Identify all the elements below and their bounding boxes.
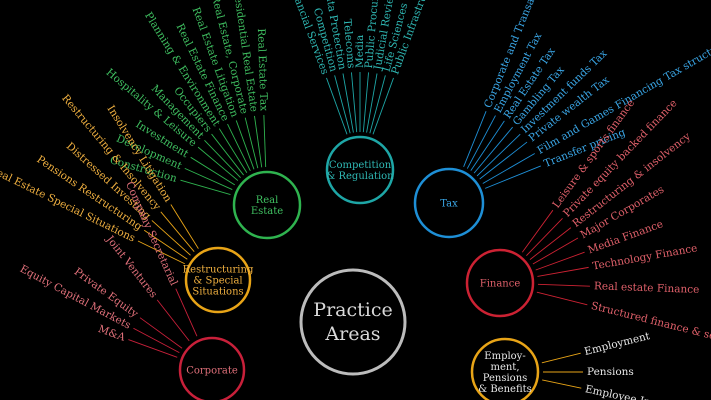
tax-circle bbox=[413, 167, 485, 239]
restructuring-connector bbox=[143, 229, 188, 260]
employment-item-label: Employment bbox=[583, 330, 652, 358]
real-estate-connector bbox=[204, 139, 241, 178]
employment-connector bbox=[542, 379, 582, 389]
real-estate-title-line: Real bbox=[256, 195, 279, 206]
competition-connector bbox=[362, 72, 369, 133]
tax-connector bbox=[484, 165, 541, 189]
corporate-connector bbox=[175, 288, 198, 337]
competition-circle bbox=[325, 135, 395, 205]
real-estate-connector bbox=[184, 167, 233, 190]
corporate-connector bbox=[139, 317, 183, 349]
corporate-title-line: Corporate bbox=[186, 366, 238, 377]
real-estate-connector bbox=[197, 146, 239, 181]
competition-connector bbox=[351, 72, 358, 133]
real-estate-item-label: Real Estate Tax bbox=[255, 28, 270, 111]
tax-connector bbox=[479, 141, 528, 180]
center-node: Practice Areas bbox=[299, 268, 407, 376]
competition-connector bbox=[342, 73, 354, 133]
restructuring-connector bbox=[137, 240, 185, 265]
competition-connector bbox=[369, 75, 386, 134]
tax-title-line: Tax bbox=[440, 199, 458, 210]
employment-circle bbox=[470, 337, 540, 400]
employment-title-line: & Benefits bbox=[478, 384, 532, 395]
competition-connector bbox=[334, 75, 351, 134]
tax-connector bbox=[482, 153, 535, 184]
corporate-connector bbox=[133, 327, 180, 354]
tax-connector bbox=[463, 111, 487, 168]
employment-title-line: Employ- bbox=[484, 351, 525, 362]
finance-connector bbox=[532, 237, 579, 265]
real-estate-circle bbox=[232, 170, 302, 240]
finance-connector bbox=[521, 209, 554, 253]
finance-connector bbox=[536, 291, 588, 306]
real-estate-connector bbox=[190, 156, 236, 186]
finance-title-line: Finance bbox=[480, 279, 521, 290]
competition-connector bbox=[326, 77, 348, 135]
real-estate-connector bbox=[263, 115, 267, 168]
employment-title-line: Pensions bbox=[483, 373, 528, 384]
employment-item-label: Employee Incentives bbox=[584, 383, 695, 400]
finance-item-label: Real estate Finance bbox=[594, 280, 700, 296]
finance-connector bbox=[535, 251, 585, 271]
competition-title-line: Competition bbox=[329, 160, 392, 171]
center-circle bbox=[299, 268, 407, 376]
connector-lines bbox=[128, 72, 590, 389]
center-title-line-1: Practice bbox=[313, 299, 392, 321]
corporate-connector bbox=[156, 299, 190, 342]
competition-item-label: Telecoms bbox=[341, 19, 357, 69]
real-estate-connector bbox=[254, 115, 263, 168]
competition-connector bbox=[366, 73, 378, 133]
employment-title-line: ment, bbox=[490, 362, 519, 373]
competition-title-line: & Regulation bbox=[326, 171, 394, 182]
employment-item-label: Pensions bbox=[587, 366, 634, 378]
center-title-line-2: Areas bbox=[324, 323, 380, 345]
restructuring-connector bbox=[151, 220, 191, 256]
tax-connector bbox=[476, 133, 521, 177]
tax-connector bbox=[466, 115, 496, 169]
real-estate-connector bbox=[235, 120, 255, 170]
tax-connector bbox=[470, 120, 505, 171]
finance-connector bbox=[529, 227, 572, 260]
restructuring-connector bbox=[170, 204, 199, 249]
restructuring-title-line: Restructuring bbox=[183, 265, 254, 276]
corporate-connector bbox=[128, 339, 178, 358]
competition-connector bbox=[372, 77, 394, 135]
competition-item-label: Media bbox=[354, 35, 366, 68]
tax-connector bbox=[473, 126, 513, 174]
finance-connector bbox=[537, 283, 590, 287]
restructuring-connector bbox=[160, 211, 195, 252]
employment-connector bbox=[541, 352, 581, 364]
restructuring-title-line: & Special bbox=[193, 276, 242, 287]
finance-circle bbox=[465, 248, 535, 318]
finance-connector bbox=[526, 217, 563, 256]
restructuring-circle bbox=[184, 246, 252, 314]
real-estate-connector bbox=[218, 128, 248, 174]
real-estate-connector bbox=[244, 117, 259, 169]
finance-connector bbox=[537, 266, 589, 277]
real-estate-title-line: Estate bbox=[251, 206, 283, 217]
corporate-circle bbox=[178, 336, 246, 400]
real-estate-connector bbox=[211, 133, 244, 176]
real-estate-connector bbox=[180, 179, 231, 195]
real-estate-connector bbox=[227, 123, 251, 172]
restructuring-title-line: Situations bbox=[192, 287, 243, 298]
